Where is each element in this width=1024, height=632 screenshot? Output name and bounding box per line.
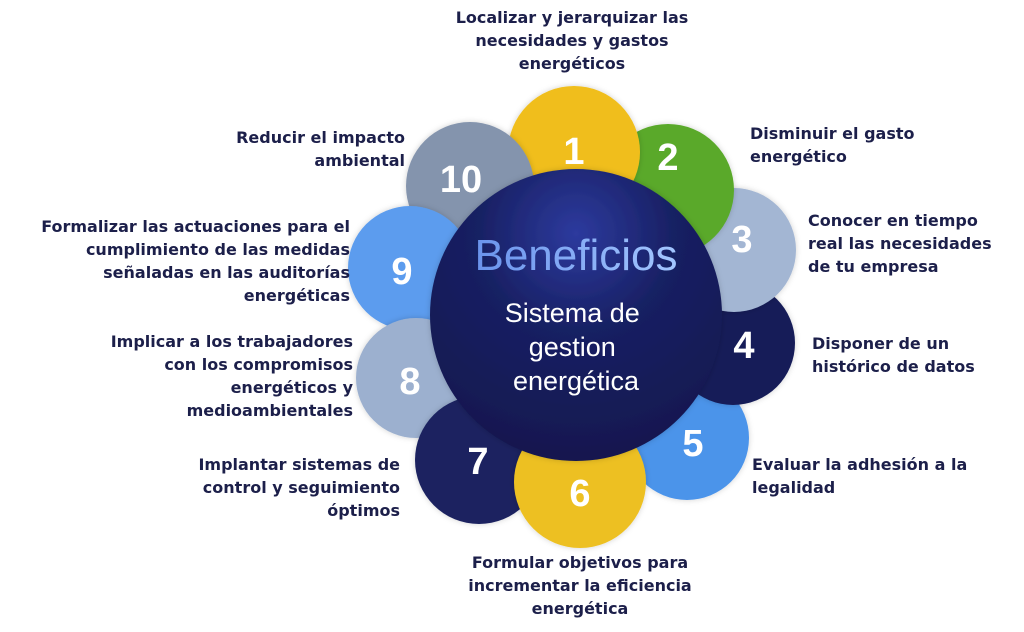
center-title: Beneficios — [474, 231, 677, 280]
benefit-label-3: Conocer en tiempo real las necesidades d… — [808, 211, 992, 276]
center-subtitle-line: energética — [513, 366, 640, 396]
petal-number-8: 8 — [399, 361, 420, 403]
benefit-label-5: Evaluar la adhesión a la legalidad — [752, 455, 968, 497]
petal-number-1: 1 — [563, 131, 584, 173]
center-subtitle-line: gestion — [529, 332, 616, 362]
benefit-label-1: Localizar y jerarquizar las necesidades … — [455, 8, 689, 73]
benefit-label-10: Reducir el impacto ambiental — [236, 128, 405, 170]
petal-number-7: 7 — [467, 441, 488, 483]
petal-number-10: 10 — [440, 159, 482, 201]
benefit-label-2: Disminuir el gasto energético — [750, 124, 915, 166]
petal-number-6: 6 — [569, 473, 590, 515]
petal-number-2: 2 — [657, 137, 678, 179]
benefit-label-8: Implicar a los trabajadores con los comp… — [110, 332, 353, 420]
benefit-label-6: Formular objetivos para incrementar la e… — [468, 553, 692, 618]
petal-number-5: 5 — [682, 423, 703, 465]
benefit-label-9: Formalizar las actuaciones para el cumpl… — [41, 217, 350, 305]
petal-number-9: 9 — [391, 251, 412, 293]
petal-number-4: 4 — [733, 325, 754, 367]
benefit-label-7: Implantar sistemas de control y seguimie… — [198, 455, 400, 520]
benefit-label-4: Disponer de un histórico de datos — [812, 334, 975, 376]
center-subtitle-line: Sistema de — [505, 298, 640, 328]
center-subtitle: Sistema de gestion energética — [505, 298, 648, 396]
petal-number-3: 3 — [731, 219, 752, 261]
center-circle — [430, 169, 722, 461]
